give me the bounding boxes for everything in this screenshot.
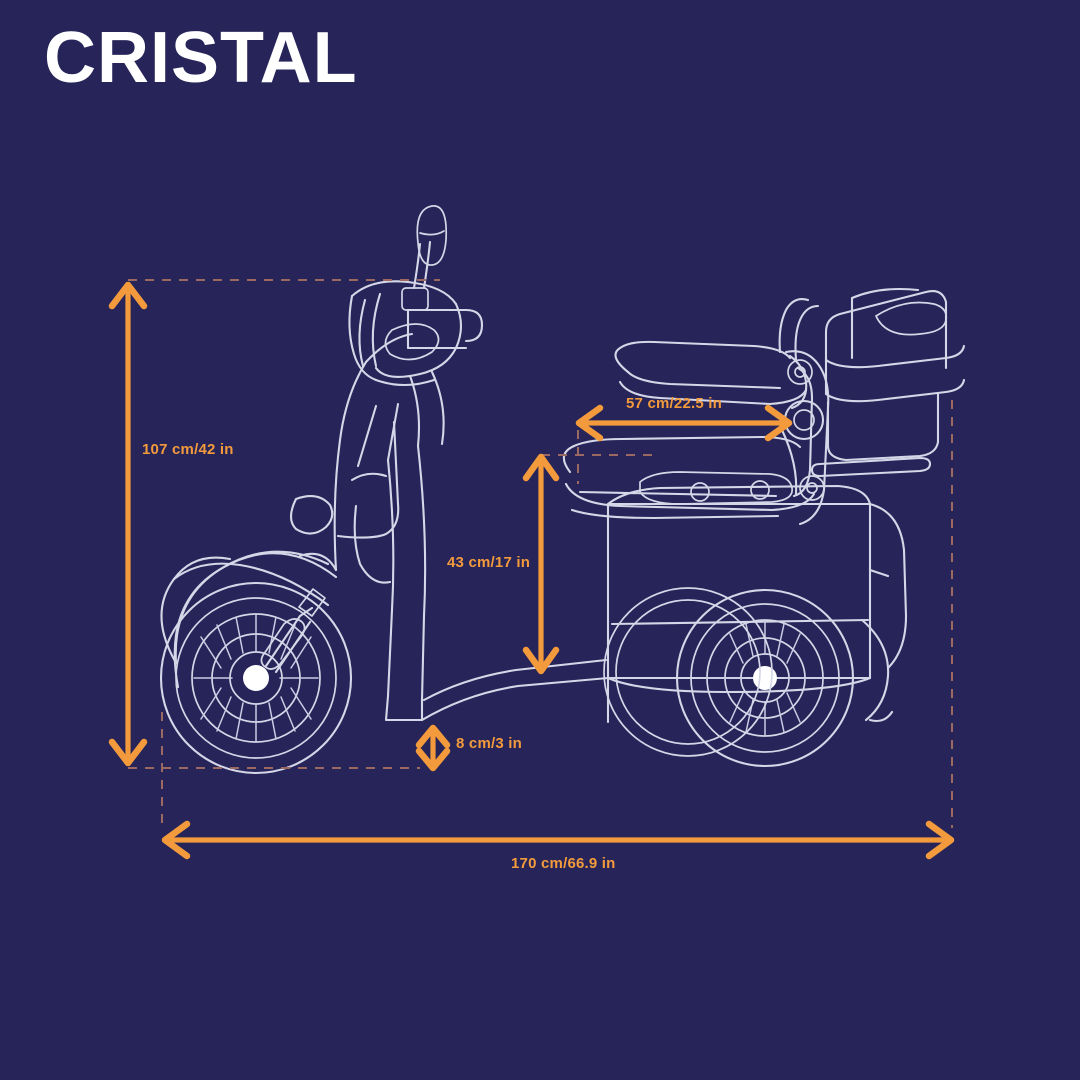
front-wheel bbox=[159, 581, 353, 775]
dimension-label-seat-height: 43 cm/17 in bbox=[447, 554, 531, 571]
rear-storage-box bbox=[778, 287, 966, 478]
arrow-ground-clearance bbox=[415, 724, 451, 772]
dimension-label-overall-height: 107 cm/42 in bbox=[142, 441, 234, 458]
front-wheel-spokes bbox=[193, 613, 319, 743]
arrow-seat-height bbox=[522, 453, 560, 675]
page-title: CRISTAL bbox=[44, 18, 358, 98]
handlebar-assembly bbox=[348, 205, 484, 468]
arrow-overall-height bbox=[108, 281, 148, 767]
dimension-label-ground-clearance: 8 cm/3 in bbox=[456, 735, 522, 752]
arrow-overall-length bbox=[161, 820, 955, 860]
dimension-arrows bbox=[108, 281, 955, 860]
guide-lines bbox=[128, 279, 953, 828]
seat bbox=[562, 340, 816, 520]
scooter-body bbox=[159, 205, 966, 775]
arrow-seat-width bbox=[575, 404, 793, 442]
dimension-label-overall-length: 170 cm/66.9 in bbox=[511, 855, 616, 872]
dimension-label-seat-width: 57 cm/22.5 in bbox=[626, 395, 722, 412]
